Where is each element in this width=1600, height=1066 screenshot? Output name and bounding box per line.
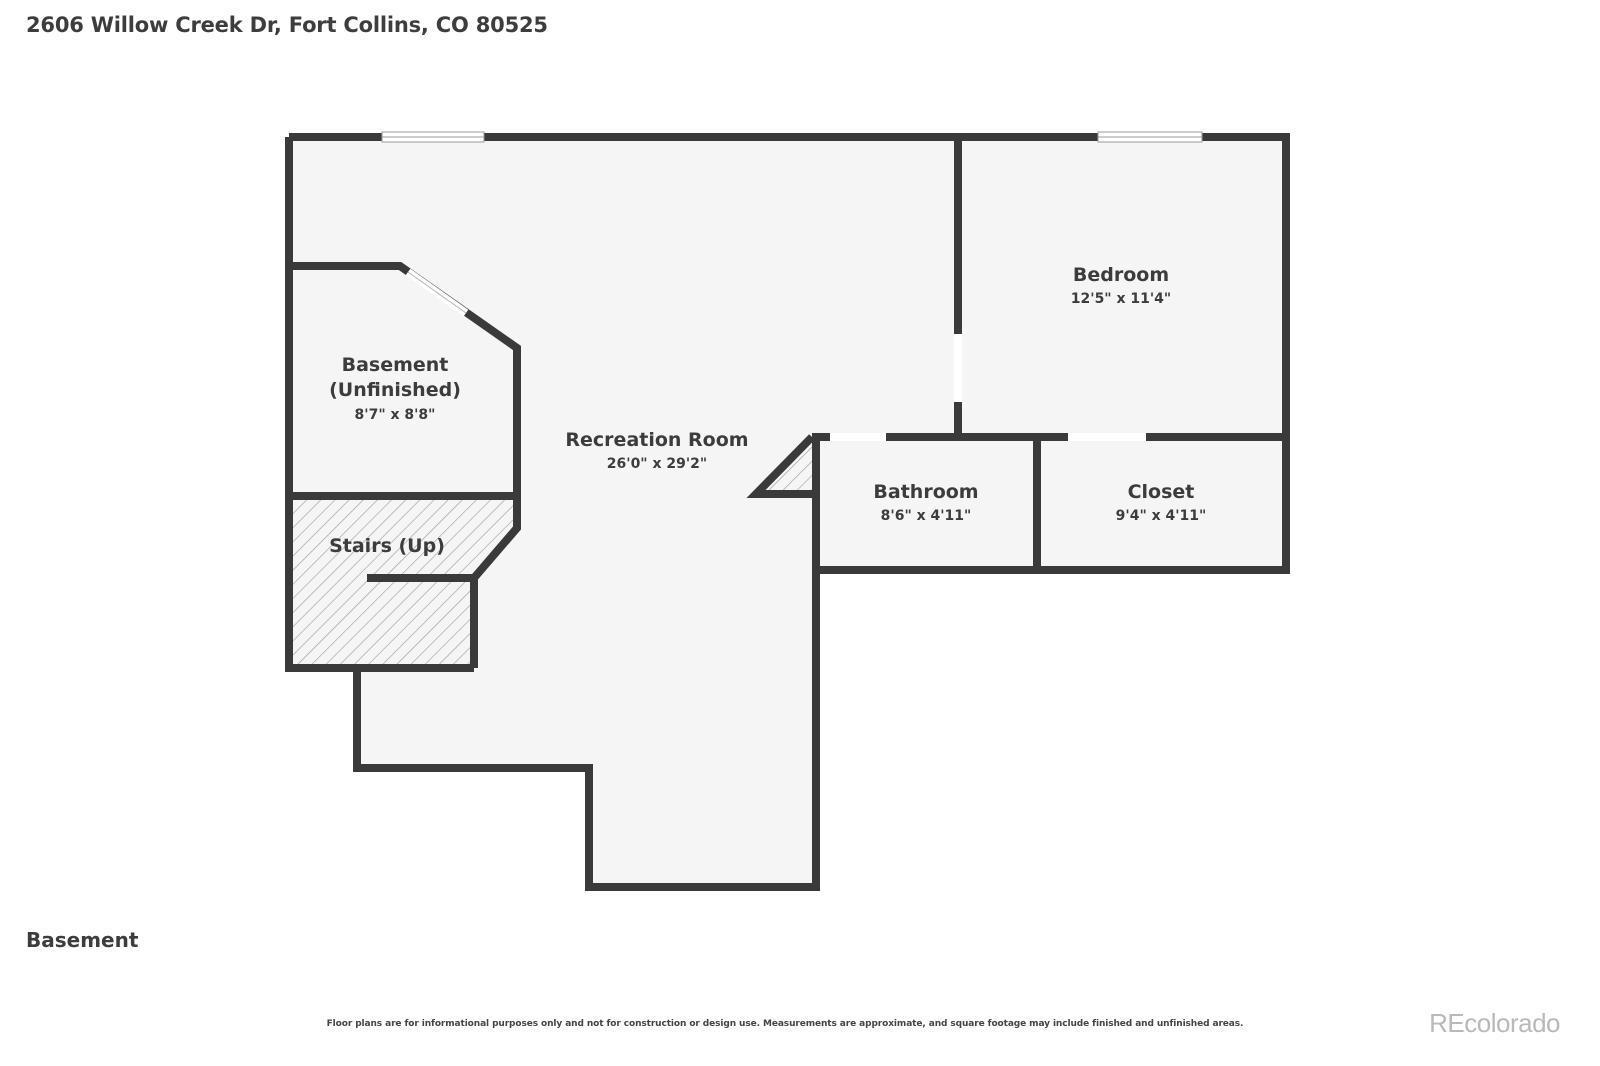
closet-dims: 9'4" x 4'11" [1116, 508, 1207, 524]
unfinished-room-wall [289, 262, 521, 582]
closet-label: Closet [1128, 481, 1195, 503]
floor-fills [289, 137, 1286, 887]
recreation-room-label: Recreation Room [565, 429, 748, 451]
walls [285, 133, 1290, 891]
bathroom-dims: 8'6" x 4'11" [881, 508, 972, 524]
unfinished-room-label: Basement [342, 354, 449, 376]
stairs-label: Stairs (Up) [329, 535, 445, 557]
watermark-logo: REcolorado [1429, 1008, 1560, 1038]
address-title: 2606 Willow Creek Dr, Fort Collins, CO 8… [26, 13, 548, 37]
openings [381, 131, 1203, 441]
bedroom-label: Bedroom [1073, 264, 1169, 286]
recreation-room-dims: 26'0" x 29'2" [607, 456, 707, 472]
bathroom-label: Bathroom [873, 481, 978, 503]
nook-wall [746, 434, 815, 498]
floor-name: Basement [26, 928, 139, 952]
bedroom-dims: 12'5" x 11'4" [1071, 291, 1171, 307]
disclaimer: Floor plans are for informational purpos… [326, 1019, 1244, 1029]
bedroom-doorway [954, 334, 962, 402]
closet-doorway [1068, 433, 1146, 441]
bathroom-doorway [830, 433, 886, 441]
unfinished-room-dims: 8'7" x 8'8" [355, 407, 436, 423]
unfinished-room-label-2: (Unfinished) [329, 379, 461, 401]
recreation-room-floor [289, 137, 1286, 887]
